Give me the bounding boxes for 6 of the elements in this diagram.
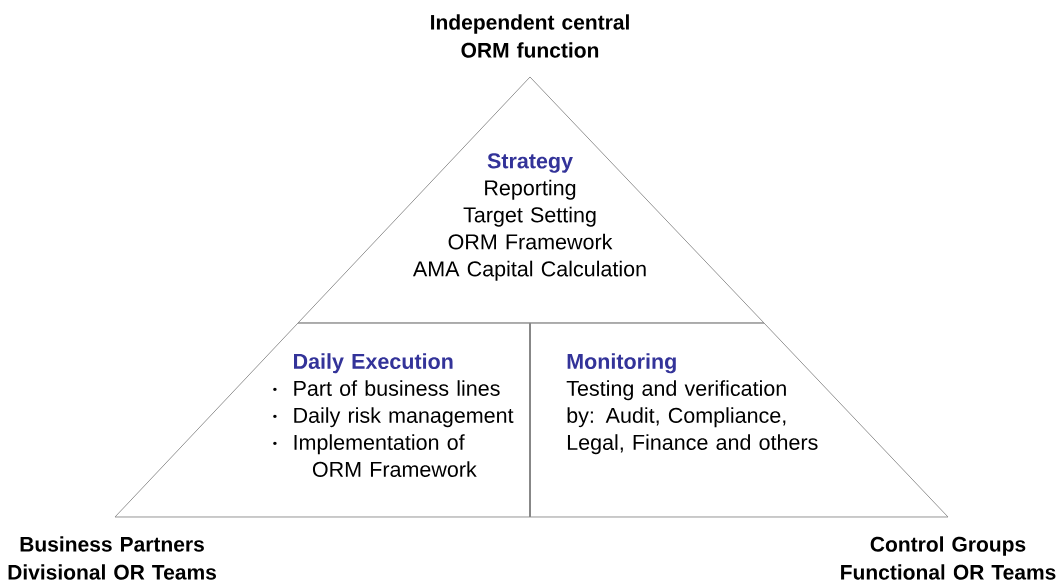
trapezoid-section: Monitoring Testing and verification by: Audit, Compliance, Legal, Finance and others: [529, 322, 949, 518]
trapezoid-section: Daily Execution Part of business lines Daily risk management Implementation of ORM Framework: [114, 322, 531, 518]
corner-label: Business Partners Divisional OR Teams: [8, 536, 216, 580]
corner-label: Independent central ORM function: [431, 14, 629, 58]
corner-label: Control Groups Functional OR Teams: [841, 536, 1056, 580]
triangle-section: Strategy Reporting Target Setting ORM Framework AMA Capital Calculation: [297, 76, 765, 324]
